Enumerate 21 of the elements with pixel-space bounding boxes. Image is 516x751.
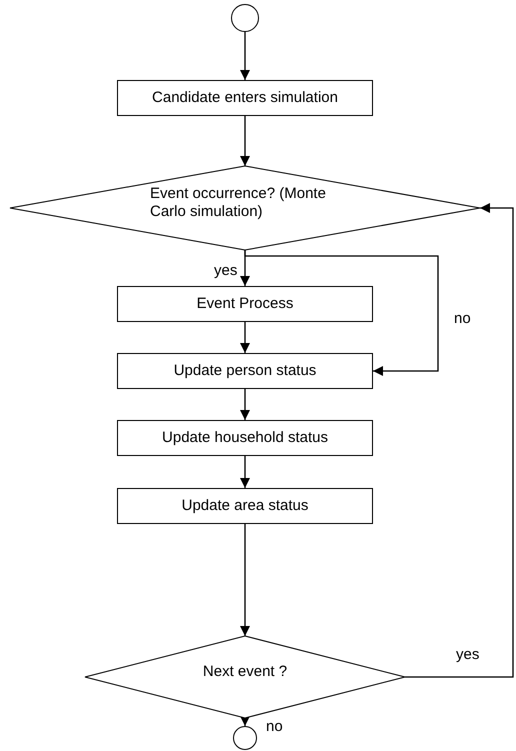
process-box xyxy=(117,80,373,116)
process-text: Candidate enters simulation xyxy=(152,89,338,107)
process-box xyxy=(117,488,373,524)
process-text: Update area status xyxy=(182,497,308,515)
process-box xyxy=(117,286,373,322)
process-text: Event Process xyxy=(196,295,294,313)
process-text: Update person status xyxy=(174,362,316,380)
arrow xyxy=(244,250,439,376)
arrow xyxy=(240,389,250,420)
arrow xyxy=(240,524,250,636)
process-box xyxy=(117,353,373,389)
arrow xyxy=(405,203,514,678)
decision-text: Event occurrence? (Monte Carlo simulation) xyxy=(150,185,327,221)
process-box xyxy=(117,420,373,456)
arrow xyxy=(240,32,250,80)
decision-text: Next event ? xyxy=(202,663,288,681)
process-text: Update household status xyxy=(162,429,328,447)
arrow xyxy=(240,322,250,353)
arrow xyxy=(240,716,250,726)
arrow xyxy=(240,116,250,166)
arrow xyxy=(240,456,250,488)
